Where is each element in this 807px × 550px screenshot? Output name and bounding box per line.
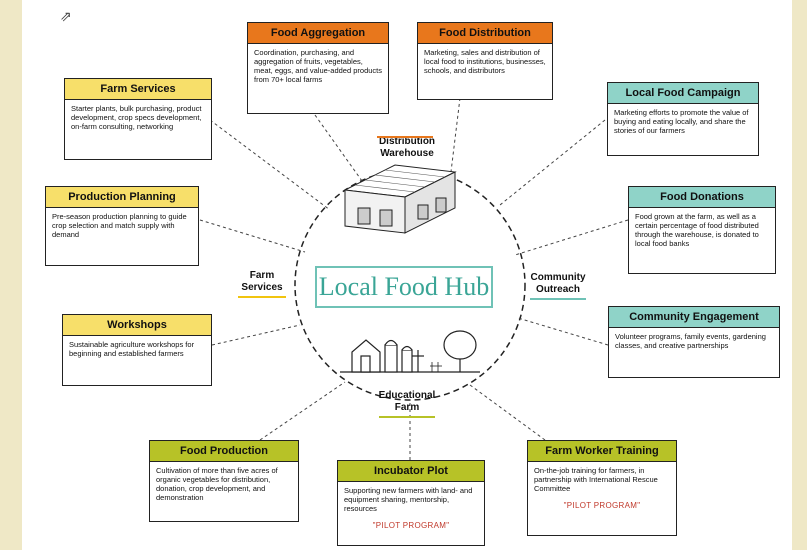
connector-production-planning	[199, 219, 306, 253]
connector-local-food-campaign	[499, 119, 606, 206]
farm-worker-pilot-label: "PILOT PROGRAM"	[563, 501, 641, 510]
box-community-engagement-title: Community Engagement	[609, 307, 779, 328]
box-farm-services-title: Farm Services	[65, 79, 211, 100]
label-community-line2: Outreach	[536, 284, 580, 295]
label-educational-line2: Farm	[394, 402, 420, 413]
box-community-engagement: Community Engagement Volunteer programs,…	[608, 306, 780, 378]
box-food-distribution-text: Marketing, sales and distribution of loc…	[424, 48, 546, 75]
incubator-pilot-label: "PILOT PROGRAM"	[372, 521, 450, 530]
label-community-line1: Community	[530, 272, 586, 283]
connector-farm-services	[209, 119, 331, 211]
farm-illustration	[340, 330, 480, 373]
connector-food-donations	[514, 219, 629, 256]
label-educational-farm: Educational Farm	[362, 390, 452, 418]
label-distribution-line1: Distribution	[378, 136, 436, 147]
label-community-outreach: Community Outreach	[518, 272, 598, 300]
box-incubator-plot-text: Supporting new farmers with land- and eq…	[344, 486, 473, 513]
community-underline	[530, 298, 586, 300]
box-food-distribution: Food Distribution Marketing, sales and d…	[417, 22, 553, 100]
box-food-aggregation-title: Food Aggregation	[248, 23, 388, 44]
hub-title: Local Food Hub	[315, 266, 493, 308]
label-educational-line1: Educational	[378, 390, 436, 401]
farm-services-underline	[238, 296, 286, 298]
box-incubator-plot-title: Incubator Plot	[338, 461, 484, 482]
box-production-planning-text: Pre-season production planning to guide …	[52, 212, 187, 239]
box-incubator-plot: Incubator Plot Supporting new farmers wi…	[337, 460, 485, 546]
label-farm-services: Farm Services	[232, 270, 292, 298]
connector-food-distribution	[449, 97, 461, 181]
connector-food-aggregation	[314, 114, 373, 196]
box-food-donations: Food Donations Food grown at the farm, a…	[628, 186, 776, 274]
box-food-production-text: Cultivation of more than five acres of o…	[156, 466, 278, 502]
box-food-aggregation-text: Coordination, purchasing, and aggregatio…	[254, 48, 383, 84]
box-community-engagement-text: Volunteer programs, family events, garde…	[615, 332, 766, 350]
box-local-food-campaign-title: Local Food Campaign	[608, 83, 758, 104]
box-farm-worker-training: Farm Worker Training On-the-job training…	[527, 440, 677, 536]
box-food-aggregation: Food Aggregation Coordination, purchasin…	[247, 22, 389, 114]
box-food-production: Food Production Cultivation of more than…	[149, 440, 299, 522]
distribution-underline	[377, 136, 433, 138]
connector-food-production	[259, 381, 346, 441]
educational-underline	[379, 416, 435, 418]
box-farm-services: Farm Services Starter plants, bulk purch…	[64, 78, 212, 160]
mouse-pointer-icon: ⇗	[60, 8, 72, 24]
box-food-donations-text: Food grown at the farm, as well as a cer…	[635, 212, 759, 248]
label-farm-services-line2: Services	[241, 282, 283, 293]
box-farm-worker-training-title: Farm Worker Training	[528, 441, 676, 462]
connector-workshops	[211, 324, 301, 346]
label-distribution-warehouse: Distribution Warehouse	[362, 136, 452, 160]
box-local-food-campaign-text: Marketing efforts to promote the value o…	[614, 108, 749, 135]
warehouse-illustration	[343, 164, 457, 234]
connector-farm-worker-training	[469, 384, 546, 441]
box-production-planning-title: Production Planning	[46, 187, 198, 208]
box-food-distribution-title: Food Distribution	[418, 23, 552, 44]
box-food-donations-title: Food Donations	[629, 187, 775, 208]
connector-community-engagement	[517, 317, 609, 346]
label-farm-services-line1: Farm	[249, 270, 275, 281]
box-food-production-title: Food Production	[150, 441, 298, 462]
box-farm-services-text: Starter plants, bulk purchasing, product…	[71, 104, 202, 131]
label-distribution-line2: Warehouse	[380, 148, 434, 159]
box-workshops: Workshops Sustainable agriculture worksh…	[62, 314, 212, 386]
box-workshops-title: Workshops	[63, 315, 211, 336]
box-production-planning: Production Planning Pre-season productio…	[45, 186, 199, 266]
box-workshops-text: Sustainable agriculture workshops for be…	[69, 340, 195, 358]
box-farm-worker-training-text: On-the-job training for farmers, in part…	[534, 466, 658, 493]
box-local-food-campaign: Local Food Campaign Marketing efforts to…	[607, 82, 759, 156]
